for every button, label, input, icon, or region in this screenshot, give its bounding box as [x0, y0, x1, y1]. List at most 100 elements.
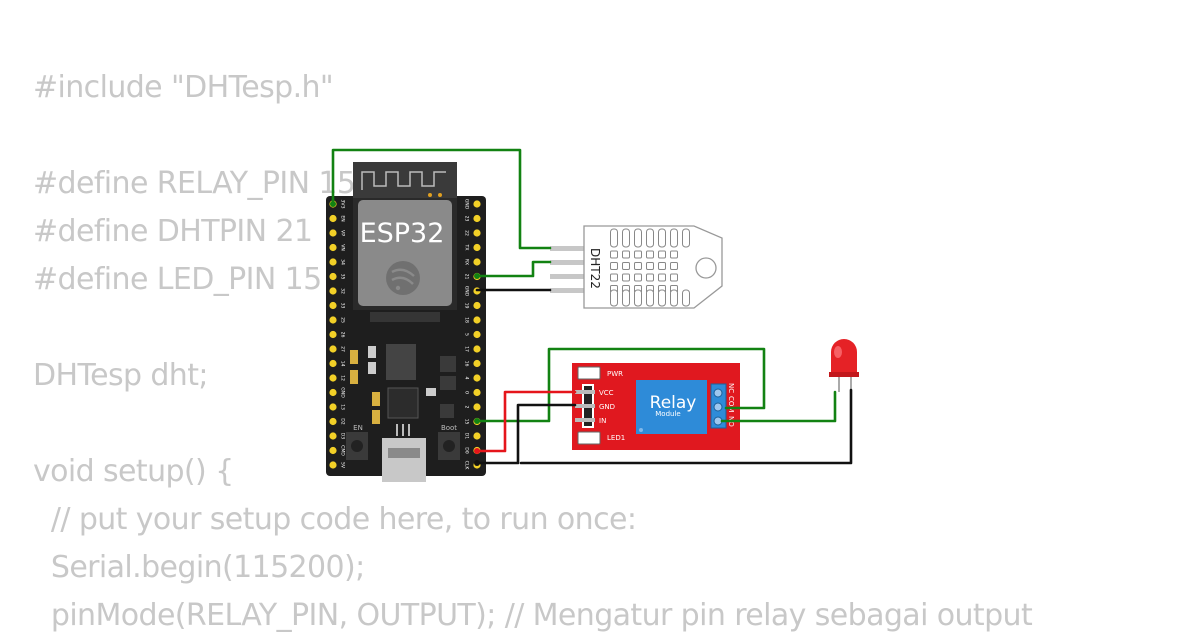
esp32-pin[interactable]: [329, 229, 337, 237]
esp32-pin-label: 21: [464, 274, 470, 280]
esp32-pin-label: 27: [340, 346, 346, 352]
esp32-pin[interactable]: [329, 359, 337, 368]
esp32-pin-label: GND: [340, 387, 346, 398]
esp32-pin[interactable]: [473, 432, 481, 440]
esp32-pin[interactable]: [329, 345, 337, 353]
esp32-pin-label: GND: [464, 286, 470, 297]
esp32-pin-label: TX: [464, 244, 470, 251]
dht22-grille-slot: [646, 228, 654, 248]
esp32-antenna-area: [353, 162, 457, 198]
esp32-pin-label: 5: [464, 333, 470, 336]
esp32-pin[interactable]: [329, 287, 337, 295]
esp32-pin-label: 13: [340, 404, 346, 410]
esp32-pin[interactable]: [329, 243, 337, 252]
wire-5v-relay-vcc: [475, 390, 577, 453]
code-line: #define LED_PIN 15: [33, 262, 322, 297]
dht22-grille-hole: [658, 262, 666, 270]
dht22-grille-hole: [622, 273, 630, 282]
esp32-pin[interactable]: [329, 461, 337, 469]
wire-gnd-relay-gnd: [475, 403, 577, 465]
dht22-grille-slot: [658, 289, 666, 307]
esp32-pin[interactable]: [329, 417, 337, 426]
esp32-pin[interactable]: [473, 258, 481, 266]
antenna-trace-icon: [361, 171, 446, 190]
esp32-pin[interactable]: [473, 345, 481, 353]
dht22-grille-hole: [622, 250, 630, 259]
esp32-pin-label: 34: [340, 259, 346, 265]
dht22-grille-slot: [658, 228, 666, 248]
esp32-pin[interactable]: [329, 258, 337, 266]
code-line: #define DHTPIN 21: [33, 214, 313, 249]
code-line: pinMode(RELAY_PIN, OUTPUT); // Mengatur …: [33, 598, 1033, 633]
dht22-grille-hole: [646, 262, 654, 270]
esp32-pin[interactable]: [473, 229, 481, 237]
esp32-pin-label: CLK: [464, 461, 470, 471]
wire-led-gnd: [519, 388, 853, 465]
esp32-pin-label: 17: [464, 346, 470, 352]
dht22-grille-hole: [610, 273, 618, 282]
esp32-pin[interactable]: [473, 330, 481, 339]
voltage-regulator: [386, 344, 416, 380]
dht22-grille-slot: [622, 289, 630, 307]
esp32-pin-label: CMD: [340, 445, 346, 456]
esp32-pin[interactable]: [329, 316, 337, 324]
esp32-pin[interactable]: [329, 432, 337, 440]
dht22-grille-slot: [610, 289, 618, 307]
en-button[interactable]: [346, 432, 368, 460]
esp32-pin[interactable]: [329, 446, 337, 455]
esp32-pin[interactable]: [473, 403, 481, 411]
dht22-sensor[interactable]: DHT22: [550, 225, 723, 309]
esp32-can: [358, 200, 452, 306]
wire-endpoints: [330, 201, 480, 466]
code-line: void setup() {: [33, 454, 234, 489]
esp32-pin[interactable]: [329, 301, 337, 310]
dht22-grille-slot: [682, 289, 690, 307]
boot-button[interactable]: [438, 432, 460, 460]
relay-pin-vcc-label: VCC: [599, 389, 614, 397]
esp32-pin[interactable]: [473, 316, 481, 324]
dht22-grille-hole: [622, 262, 630, 270]
dht22-grille-hole: [610, 262, 618, 270]
esp32-pin-label: 18: [464, 317, 470, 323]
esp32-pin-label: D0: [464, 447, 470, 454]
dht22-grille-hole: [646, 250, 654, 259]
esp32-pin[interactable]: [473, 214, 481, 223]
red-led[interactable]: [829, 339, 859, 392]
dht22-grille-hole: [634, 273, 642, 282]
code-line: // put your setup code here, to run once…: [33, 502, 637, 537]
esp32-pin-label: VN: [340, 244, 346, 251]
esp32-pin[interactable]: [329, 403, 337, 411]
esp32-pin[interactable]: [473, 301, 481, 310]
esp32-pin-label: 22: [464, 230, 470, 236]
relay-title: Relay: [650, 393, 697, 413]
relay-led1-label: LED1: [607, 434, 625, 442]
dht22-grille-hole: [670, 250, 678, 259]
esp32-pin-label: D3: [340, 433, 346, 440]
esp32-pin-label: 15: [464, 419, 470, 425]
esp32-pin-label: 12: [340, 375, 346, 381]
esp32-pin[interactable]: [473, 200, 481, 208]
esp32-pin[interactable]: [329, 214, 337, 223]
dht22-grille-hole: [646, 273, 654, 282]
esp32-pin[interactable]: [329, 330, 337, 339]
dht22-grille-hole: [658, 273, 666, 282]
esp32-pin[interactable]: [329, 272, 337, 281]
code-line: Serial.begin(115200);: [33, 550, 365, 585]
usb-port: [382, 438, 426, 482]
relay-led-pwr-label: PWR: [607, 370, 623, 378]
esp32-board[interactable]: ESP32 EN Boot: [326, 162, 486, 482]
esp32-pin-label: 16: [464, 361, 470, 367]
dht22-grille-slot: [670, 228, 678, 248]
dht22-grille-slot: [670, 289, 678, 307]
dht22-grille-slot: [646, 289, 654, 307]
esp32-pin[interactable]: [329, 388, 337, 397]
esp32-pin[interactable]: [473, 374, 481, 382]
wire-3v3-dht-vcc: [331, 148, 552, 250]
dht22-label: DHT22: [588, 248, 602, 289]
relay-module[interactable]: PWR LED1 VCC GND IN Relay Module NC COM …: [572, 363, 740, 450]
esp32-pin[interactable]: [473, 388, 481, 397]
esp32-pin[interactable]: [329, 374, 337, 382]
esp32-pin[interactable]: [473, 359, 481, 368]
esp32-left-pin-header: 3V3ENVPVN343532332526271412GND13D2D3CMD5…: [329, 200, 346, 469]
esp32-pin[interactable]: [473, 243, 481, 252]
